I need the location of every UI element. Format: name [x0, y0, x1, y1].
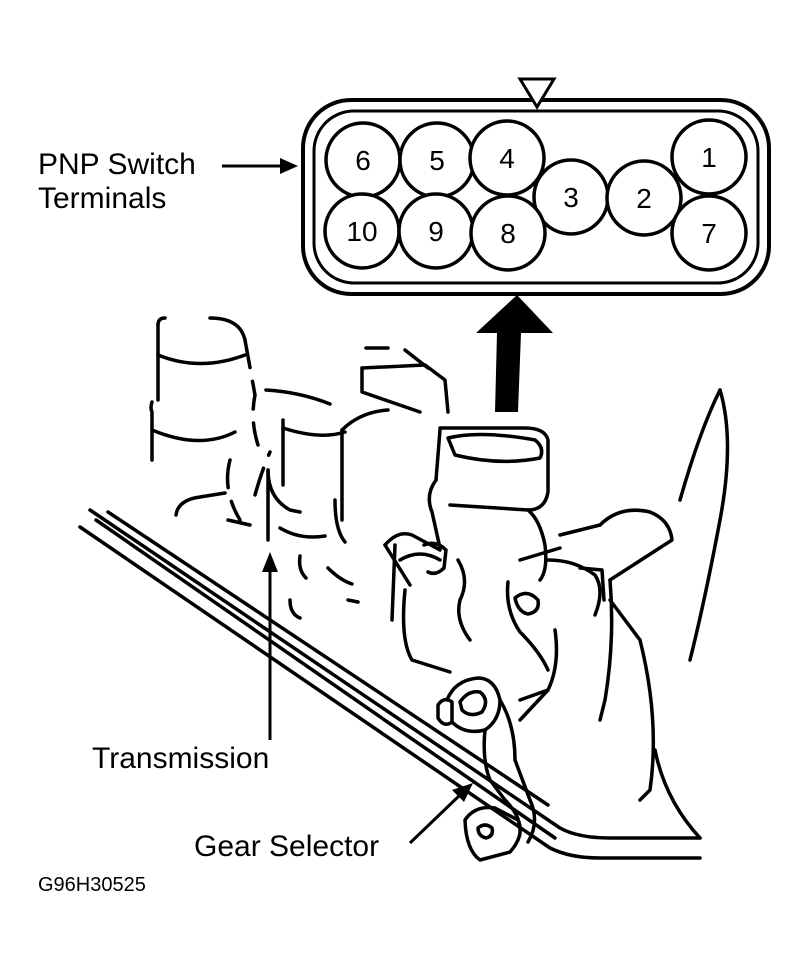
- pnp-switch-label-line2: Terminals: [38, 182, 167, 215]
- pnp-switch-label-line1: PNP Switch: [38, 148, 196, 181]
- terminal-7: 7: [670, 194, 748, 272]
- transmission-dashed-outline: [225, 338, 272, 522]
- terminal-5: 5: [398, 121, 476, 199]
- connector-key-triangle: [517, 77, 557, 110]
- gear-selector-pointer-arrow: [408, 783, 473, 845]
- transmission-label: Transmission: [92, 742, 270, 775]
- terminal-10: 10: [323, 192, 401, 270]
- svg-text:7: 7: [701, 218, 717, 249]
- figure-code: G96H30525: [38, 874, 146, 896]
- terminal-6: 6: [324, 121, 402, 199]
- pnp-switch-label: PNP Switch Terminals: [38, 148, 196, 216]
- terminal-2: 2: [605, 159, 683, 237]
- svg-text:9: 9: [428, 216, 444, 247]
- svg-text:3: 3: [563, 182, 579, 213]
- connector-view-arrow: [476, 295, 553, 412]
- transmission-drawing: [78, 316, 730, 862]
- svg-text:5: 5: [429, 145, 445, 176]
- svg-text:10: 10: [346, 216, 377, 247]
- gear-selector-label: Gear Selector: [194, 830, 380, 863]
- pnp-pointer-arrow: [222, 158, 298, 174]
- terminal-1: 1: [670, 118, 748, 196]
- terminal-4: 4: [468, 119, 546, 197]
- svg-text:2: 2: [636, 183, 652, 214]
- terminal-9: 9: [397, 192, 475, 270]
- svg-text:8: 8: [500, 218, 516, 249]
- svg-text:6: 6: [355, 145, 371, 176]
- terminal-8: 8: [469, 194, 547, 272]
- svg-text:4: 4: [499, 143, 515, 174]
- svg-text:1: 1: [701, 142, 717, 173]
